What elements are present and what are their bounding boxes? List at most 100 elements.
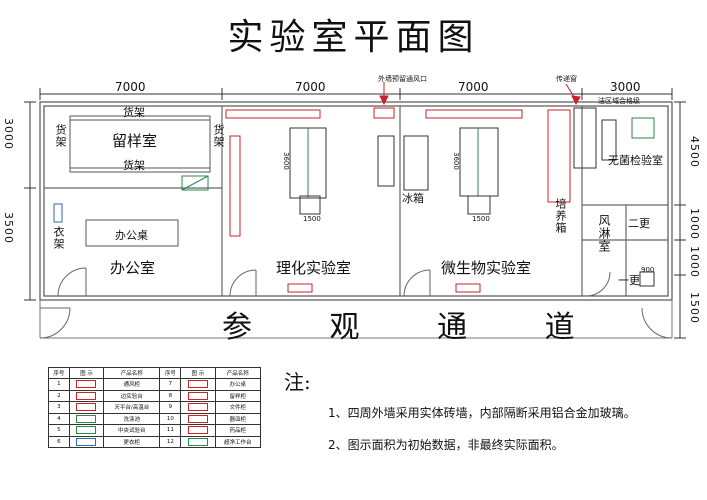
central-bench-icon [76,426,97,435]
legend-name: 更衣柜 [103,435,161,448]
dim-right-lower-c: 1500 [688,292,701,324]
fume-hood-icon [76,380,97,389]
wardrobe-label: 衣架 [52,226,65,250]
micro-lab-equipment [403,107,597,293]
sterile-room-equipment [601,117,655,287]
legend-symbol [180,435,216,448]
legend-no: 12 [159,435,182,448]
legend-name: 器皿柜 [214,412,262,425]
office-furniture [53,175,209,247]
legend-name: 办公桌 [214,378,262,391]
pass-box-arrow [379,82,581,106]
dim-right-upper: 4500 [688,136,701,168]
dim-right-lower-b: 1000 [688,246,701,278]
sample-room-shelves [69,115,211,173]
desk-label: 办公桌 [115,229,148,242]
legend-row: 3 天平台/高温台 9 文件柜 [48,401,262,414]
legend-symbol [180,412,216,425]
legend-no: 11 [159,424,182,437]
dim-left-upper: 3000 [2,118,15,150]
legend-row: 5 中央试验台 11 药品柜 [48,424,262,437]
room-sterile: 无菌检验室 [608,154,663,167]
legend-no: 2 [48,389,70,402]
room-air-shower: 风淋室 [597,214,611,253]
legend-header-row: 序号 图 示 产品名称 序号 图 示 产品名称 [48,367,262,379]
legend-symbol [68,435,105,448]
legend-name: 中央试验台 [103,424,161,437]
dim-small-1: 1500 [303,215,321,223]
legend-symbol [180,389,216,402]
legend-no: 7 [159,378,182,391]
locker-icon [76,437,97,446]
room-change2: 二更 [628,217,650,230]
legend-row: 2 边实验台 8 留样柜 [48,389,262,402]
legend-symbol [68,412,105,425]
room-micro: 微生物实验室 [441,259,532,277]
shelf-bottom-label: 货架 [123,159,145,172]
file-cabinet-icon [187,403,208,412]
legend-row: 4 洗涤池 10 器皿柜 [48,412,262,425]
legend-no: 5 [48,424,70,437]
legend-symbol [180,401,216,414]
legend-symbol [68,401,105,414]
legend-name: 药品柜 [214,424,262,437]
doors [39,267,673,339]
legend-name: 超净工作台 [214,435,262,448]
legend-name: 留样柜 [214,389,262,402]
legend-header-no-2: 序号 [159,367,182,379]
dim-small-5: 900 [641,266,655,274]
legend-no: 1 [48,378,70,391]
legend-symbol [68,424,105,437]
legend-header-name-2: 产品名称 [214,367,262,379]
legend-symbol [68,378,105,391]
incubator-label: 培养箱 [554,198,567,234]
plan-title: 实验室平面图 [227,17,480,58]
legend-no: 8 [159,389,182,402]
side-bench-icon [76,391,97,400]
shelf-top-label: 货架 [123,106,145,119]
top-dimension-line [39,88,673,100]
legend-no: 10 [159,412,182,425]
left-dimension-line [24,101,36,301]
pass-box-label: 传递窗 [556,75,577,83]
visitor-corridor: 参 观 通 道 [222,310,609,345]
room-change1: 一更 [618,274,640,287]
dim-top-1: 7000 [115,80,146,94]
sample-cabinet-icon [187,391,208,400]
legend-no: 3 [48,401,70,414]
dim-small-4: 3600 [452,152,460,170]
balance-table-icon [76,403,97,412]
legend-name: 天平台/高温台 [103,401,161,414]
vessel-cabinet-icon [187,414,208,423]
sink-icon [76,414,97,423]
corridor-outline [39,300,673,339]
legend-symbol [68,389,105,402]
legend-row: 1 通风柜 7 办公桌 [48,378,262,391]
dim-top-4: 3000 [610,80,641,94]
legend-name: 边实验台 [103,389,161,402]
legend-name: 洗涤池 [103,412,161,425]
legend-header-symbol: 图 示 [68,367,105,379]
interior-partitions [44,106,668,296]
legend-row: 6 更衣柜 12 超净工作台 [48,435,262,448]
legend-header-symbol-2: 图 示 [180,367,216,379]
fridge-label: 冰箱 [402,192,424,205]
dim-top-2: 7000 [295,80,326,94]
reagent-cabinet-icon [187,426,208,435]
shelf-right-label: 货架 [212,124,225,148]
exhaust-label: 外墙预留通风口 [378,75,427,83]
legend-symbol [180,424,216,437]
clean-area-label: 洁区域合格级 [598,97,640,105]
legend-symbol [180,378,216,391]
desk-icon [187,380,208,389]
dim-left-lower: 3500 [2,212,15,244]
note-1: 1、四周外墙采用实体砖墙，内部隔断采用铝合金加玻璃。 [328,406,636,420]
room-sample: 留样室 [112,132,158,150]
room-office: 办公室 [110,259,156,277]
dim-small-2: 1500 [472,215,490,223]
dim-small-3: 3600 [282,152,290,170]
physchem-lab-equipment [225,107,395,293]
dim-top-3: 7000 [458,80,489,94]
shelf-left-label: 货架 [54,124,67,148]
legend-name: 文件柜 [214,401,262,414]
